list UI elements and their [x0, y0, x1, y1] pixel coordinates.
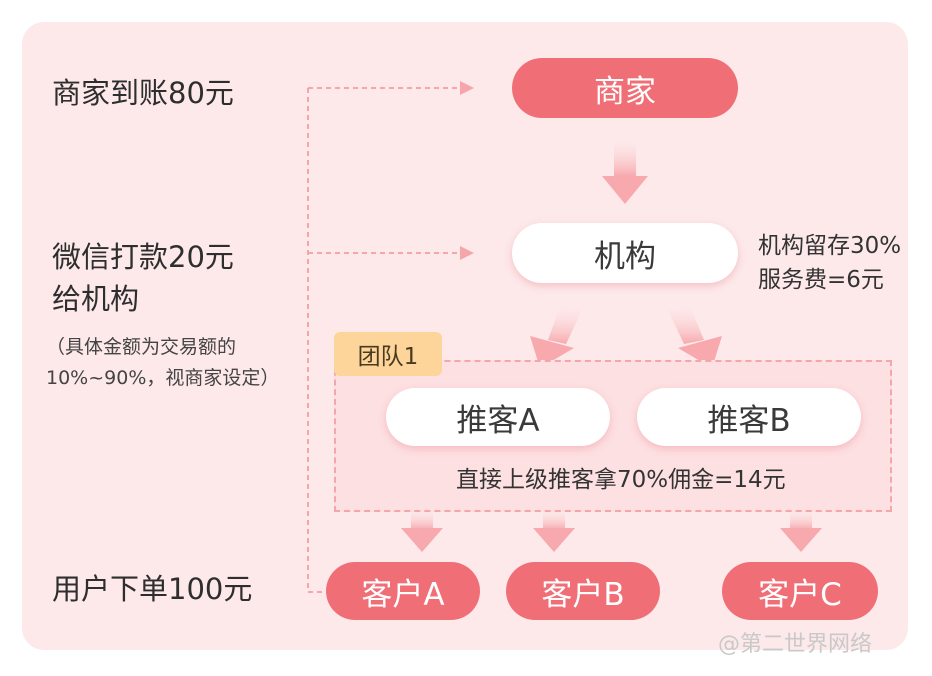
arrow-team-to-customer-c — [780, 510, 822, 552]
diagram-panel — [22, 22, 908, 650]
merchant-node: 商家 — [512, 58, 738, 118]
referrer-b-node: 推客B — [637, 388, 861, 446]
arrow-team-to-customer-a — [401, 510, 443, 552]
amount-note-line2: 10%~90%，视商家设定） — [46, 367, 280, 389]
arrowhead-institution — [460, 246, 474, 260]
service-fee-text: 服务费=6元 — [758, 267, 884, 293]
referrer-a-node: 推客A — [386, 388, 610, 446]
customer-b-node: 客户B — [506, 562, 660, 620]
merchant-receive-label: 商家到账80元 — [52, 76, 234, 110]
arrow-merchant-to-institution — [602, 140, 648, 204]
watermark: @第二世界网络 — [718, 632, 873, 657]
arrow-team-to-customer-b — [533, 510, 575, 552]
team-tag: 团队1 — [334, 332, 442, 376]
wechat-transfer-label: 微信打款20元 — [52, 240, 234, 274]
wechat-transfer-label-2: 给机构 — [52, 282, 140, 316]
arrow-institution-to-referrer-b — [668, 306, 722, 368]
customer-a-node: 客户A — [326, 562, 480, 620]
dashed-flow-line — [307, 88, 322, 593]
arrowhead-merchant — [460, 81, 474, 95]
customer-c-node: 客户C — [722, 562, 878, 620]
user-order-label: 用户下单100元 — [52, 572, 253, 606]
arrow-institution-to-referrer-a — [530, 306, 582, 368]
commission-text: 直接上级推客拿70%佣金=14元 — [456, 467, 786, 493]
amount-note-line1: （具体金额为交易额的 — [46, 336, 237, 358]
institution-node: 机构 — [512, 223, 738, 283]
institution-retain-text: 机构留存30% — [758, 233, 902, 259]
